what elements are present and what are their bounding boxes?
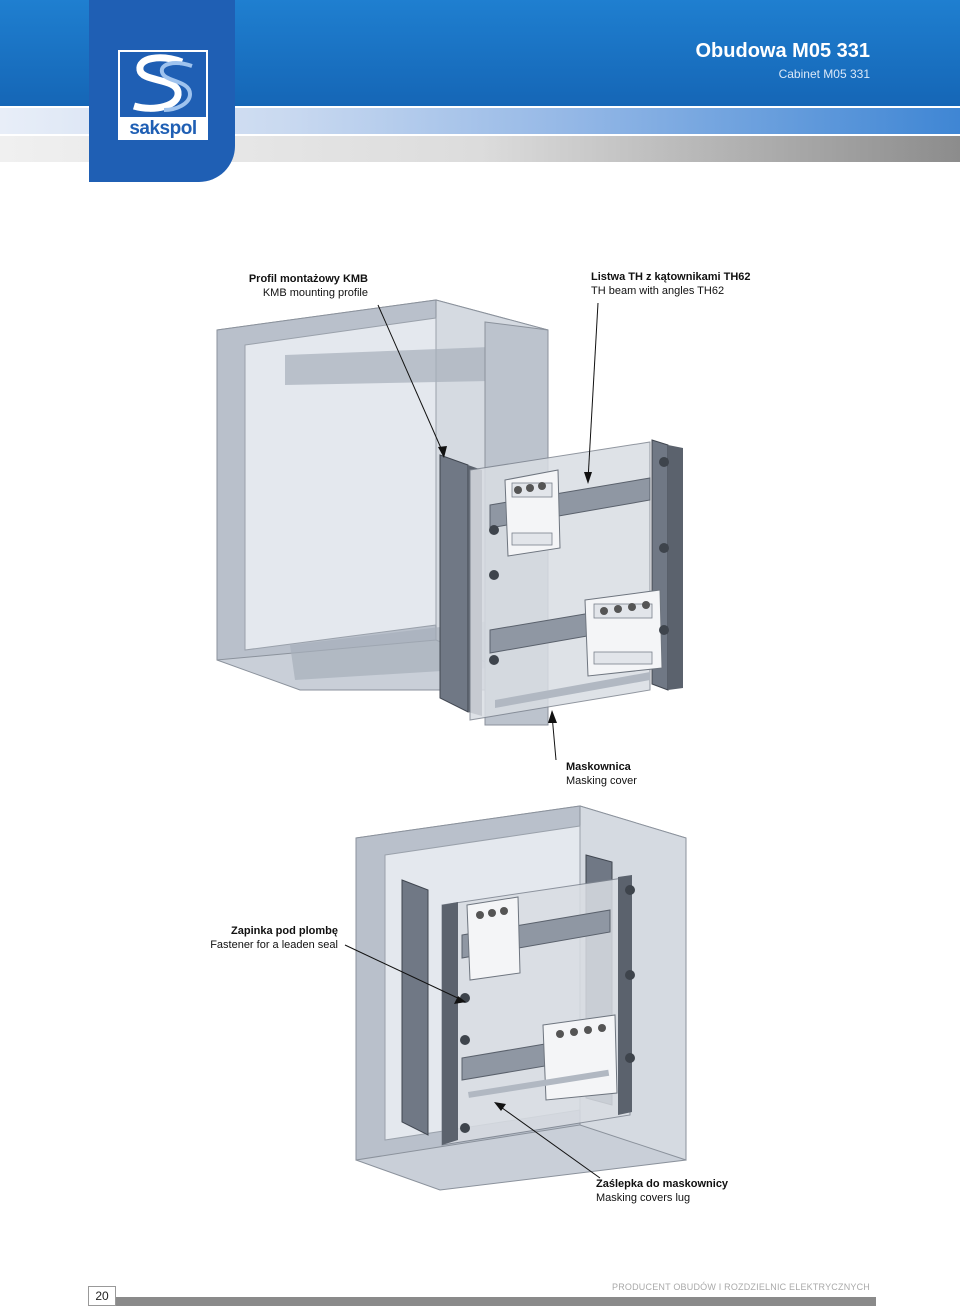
callout-th-pl: Listwa TH z kątownikami TH62 — [591, 271, 751, 283]
callout-th-en: TH beam with angles TH62 — [591, 285, 725, 297]
bottom-cabinet-drawing — [355, 805, 687, 1191]
page-title: Obudowa M05 331 — [695, 40, 871, 62]
callout-fastener-en: Fastener for a leaden seal — [210, 939, 338, 951]
page-subtitle: Cabinet M05 331 — [778, 67, 870, 81]
callout-fastener-pl: Zapinka pod plombę — [231, 925, 338, 937]
callout-th: Listwa TH z kątownikami TH62 TH beam wit… — [591, 270, 811, 298]
callout-mask: Maskownica Masking cover — [566, 760, 726, 788]
callout-lug-pl: Zaślepka do maskownicy — [596, 1178, 729, 1190]
callout-kmb-pl: Profil montażowy KMB — [248, 273, 368, 285]
logo-block — [89, 0, 235, 182]
callout-mask-pl: Maskownica — [566, 761, 631, 773]
lug-leader-line — [497, 1104, 601, 1179]
kmb-leader-line — [377, 304, 445, 456]
callout-kmb-en: KMB mounting profile — [262, 287, 368, 299]
page-number: 20 — [88, 1286, 116, 1306]
fastener-leader-line — [344, 944, 463, 1001]
footer-bar — [116, 1297, 876, 1306]
callout-mask-en: Masking cover — [566, 775, 637, 787]
callout-fastener: Zapinka pod plombę Fastener for a leaden… — [170, 924, 338, 952]
logo-wordmark: sakspol — [118, 117, 208, 140]
callout-lug-en: Masking covers lug — [596, 1192, 691, 1204]
footer-producer-text: PRODUCENT OBUDÓW I ROZDZIELNIC ELEKTRYCZ… — [612, 1282, 870, 1292]
callout-kmb: Profil montażowy KMB KMB mounting profil… — [196, 272, 368, 300]
top-cabinet-drawing — [216, 299, 683, 726]
th-leader-line — [587, 302, 599, 481]
callout-lug: Zaślepka do maskownicy Masking covers lu… — [596, 1177, 796, 1205]
sakspol-s-logo-icon — [132, 54, 193, 112]
